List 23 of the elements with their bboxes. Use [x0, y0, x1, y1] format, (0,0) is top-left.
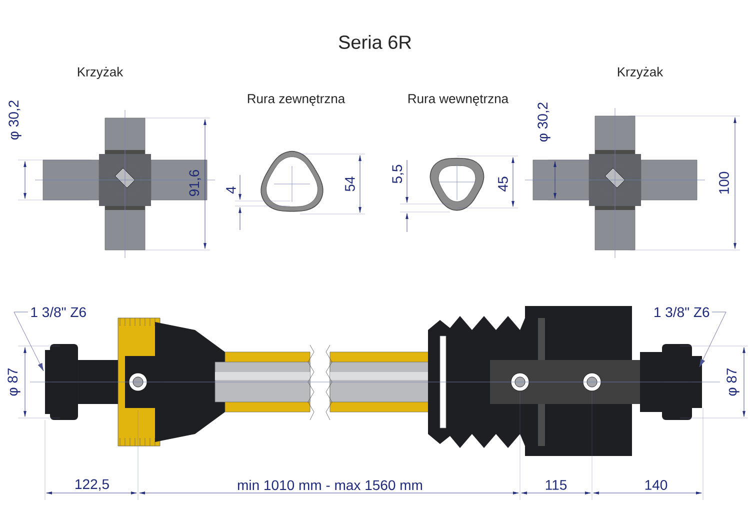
part-heading: Rura wewnętrzna [408, 94, 509, 106]
leader-line [14, 312, 44, 372]
dimension-label: min 1010 mm - max 1560 mm [238, 480, 422, 490]
dimension-label: φ 87 [726, 368, 740, 396]
dimension-label: 45 [498, 176, 508, 192]
dimension-label: 91,6 [189, 170, 201, 196]
part-heading: Krzyżak [618, 66, 664, 80]
dimension-label: 122,5 [76, 479, 109, 491]
leader-label: 1 3/8" Z6 [654, 306, 710, 318]
leader-line [699, 312, 726, 368]
title: Seria 6R [338, 35, 412, 49]
dimension-label: 115 [546, 480, 567, 490]
part-heading: Rura zewnętrzna [248, 94, 346, 106]
leader-label: 1 3/8" Z6 [31, 306, 86, 318]
dimension-label: φ 87 [8, 368, 20, 396]
dimension-label: φ 30,2 [8, 100, 22, 140]
dimension-label: 100 [719, 172, 729, 194]
dimension-label: 140 [645, 480, 668, 490]
dimension-label: 5,5 [392, 164, 404, 184]
dimension-label: 54 [345, 176, 355, 192]
dimension-label: 4 [226, 186, 236, 194]
dimension-label: φ 30,2 [538, 102, 550, 142]
part-heading: Krzyżak [78, 66, 124, 80]
